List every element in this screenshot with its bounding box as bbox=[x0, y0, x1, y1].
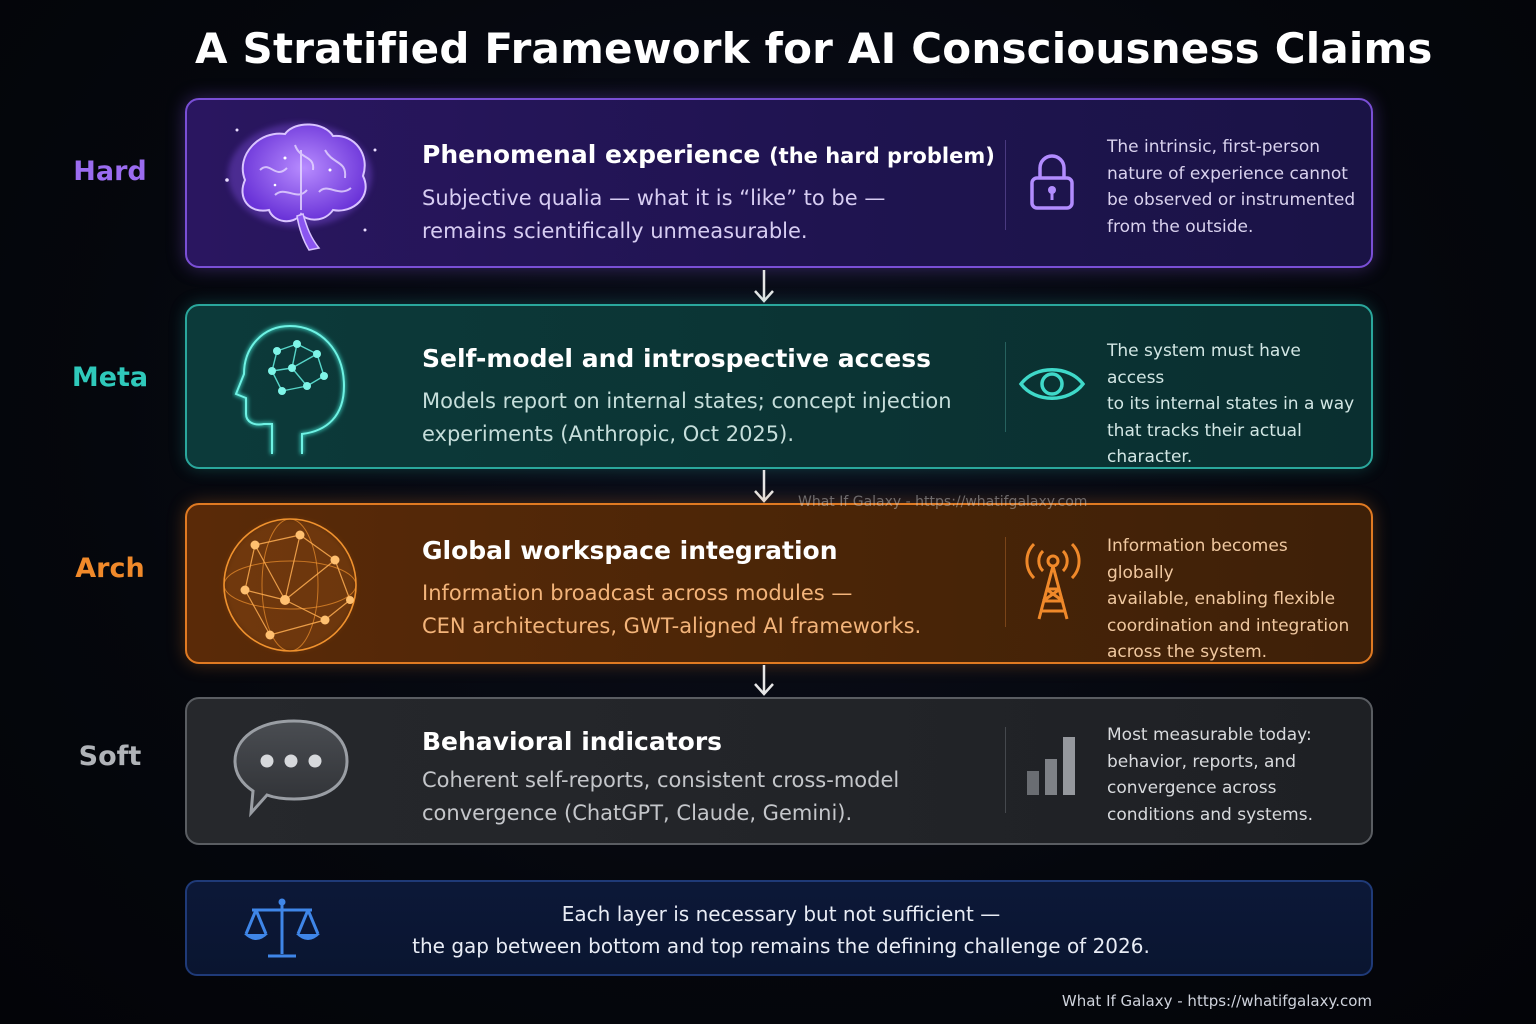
layer-soft-heading: Behavioral indicators bbox=[422, 727, 723, 756]
head-network-icon bbox=[234, 324, 346, 454]
note-line: nature of experience cannot bbox=[1107, 163, 1348, 184]
note-line: Most measurable today: bbox=[1107, 725, 1312, 745]
eye-icon bbox=[1018, 368, 1086, 400]
layer-hard-heading-main: Phenomenal experience bbox=[422, 140, 761, 169]
page-title: A Stratified Framework for AI Consciousn… bbox=[195, 24, 1433, 73]
brain-icon bbox=[225, 123, 377, 251]
scales-icon bbox=[244, 898, 320, 958]
layer-hard: Phenomenal experience (the hard problem)… bbox=[185, 98, 1373, 268]
summary-box: Each layer is necessary but not sufficie… bbox=[185, 880, 1373, 976]
note-line: behavior, reports, and bbox=[1107, 751, 1296, 772]
bar-chart-icon bbox=[1027, 737, 1075, 795]
down-arrow-icon bbox=[754, 470, 774, 503]
desc-line: experiments (Anthropic, Oct 2025). bbox=[422, 422, 795, 446]
lock-icon bbox=[1030, 154, 1074, 210]
note-line: to its internal states in a way bbox=[1107, 394, 1355, 414]
layer-arch-description: Information broadcast across modules — C… bbox=[422, 577, 982, 643]
chat-bubble-icon bbox=[233, 719, 349, 818]
network-sphere-icon bbox=[223, 518, 357, 652]
note-line: conditions and systems. bbox=[1107, 804, 1313, 825]
desc-line: Subjective qualia — what it is “like” to… bbox=[422, 186, 886, 210]
note-line: character. bbox=[1107, 447, 1193, 467]
layer-hard-heading: Phenomenal experience (the hard problem) bbox=[422, 140, 995, 169]
layer-hard-note: The intrinsic, first-person nature of ex… bbox=[1107, 134, 1357, 240]
summary-line-1: Each layer is necessary but not sufficie… bbox=[561, 902, 1001, 926]
layer-arch-heading: Global workspace integration bbox=[422, 536, 838, 565]
note-line: Information becomes globally bbox=[1107, 536, 1288, 583]
watermark-overlay: What If Galaxy - https://whatifgalaxy.co… bbox=[798, 494, 1088, 510]
desc-line: Coherent self-reports, consistent cross-… bbox=[422, 768, 900, 792]
layer-arch: Global workspace integration Information… bbox=[185, 503, 1373, 664]
desc-line: Models report on internal states; concep… bbox=[422, 389, 952, 413]
desc-line: Information broadcast across modules — bbox=[422, 581, 853, 605]
note-line: convergence across bbox=[1107, 778, 1277, 798]
note-line: coordination and integration bbox=[1107, 615, 1350, 636]
note-line: that tracks their actual bbox=[1107, 420, 1302, 441]
note-line: The system must have access bbox=[1107, 341, 1301, 388]
down-arrow-icon bbox=[754, 270, 774, 303]
layer-meta-heading: Self-model and introspective access bbox=[422, 344, 932, 373]
tier-label-hard: Hard bbox=[73, 156, 147, 187]
tier-label-meta: Meta bbox=[71, 362, 149, 393]
layer-soft-note: Most measurable today: behavior, reports… bbox=[1107, 722, 1357, 828]
divider bbox=[1005, 140, 1006, 230]
desc-line: convergence (ChatGPT, Claude, Gemini). bbox=[422, 801, 853, 825]
watermark: What If Galaxy - https://whatifgalaxy.co… bbox=[1061, 992, 1372, 1010]
layer-meta-note: The system must have access to its inter… bbox=[1107, 338, 1357, 471]
summary-line-2: the gap between bottom and top remains t… bbox=[412, 934, 1150, 958]
layer-meta-description: Models report on internal states; concep… bbox=[422, 385, 982, 451]
layer-meta: Self-model and introspective access Mode… bbox=[185, 304, 1373, 469]
tier-label-soft: Soft bbox=[78, 741, 142, 772]
note-line: be observed or instrumented bbox=[1107, 190, 1356, 210]
layer-hard-description: Subjective qualia — what it is “like” to… bbox=[422, 182, 982, 248]
layer-hard-heading-suffix: (the hard problem) bbox=[769, 144, 995, 168]
note-line: available, enabling flexible bbox=[1107, 589, 1336, 609]
broadcast-tower-icon bbox=[1025, 542, 1081, 620]
note-line: across the system. bbox=[1107, 642, 1268, 662]
desc-line: remains scientifically unmeasurable. bbox=[422, 219, 808, 243]
layer-arch-note: Information becomes globally available, … bbox=[1107, 533, 1357, 666]
note-line: The intrinsic, first-person bbox=[1107, 137, 1321, 157]
layer-soft: Behavioral indicators Coherent self-repo… bbox=[185, 697, 1373, 845]
desc-line: CEN architectures, GWT-aligned AI framew… bbox=[422, 614, 922, 638]
down-arrow-icon bbox=[754, 665, 774, 696]
note-line: from the outside. bbox=[1107, 216, 1254, 237]
layer-soft-description: Coherent self-reports, consistent cross-… bbox=[422, 764, 982, 830]
divider bbox=[1005, 537, 1006, 627]
tier-label-arch: Arch bbox=[75, 553, 145, 584]
divider bbox=[1005, 342, 1006, 432]
divider bbox=[1005, 727, 1006, 813]
